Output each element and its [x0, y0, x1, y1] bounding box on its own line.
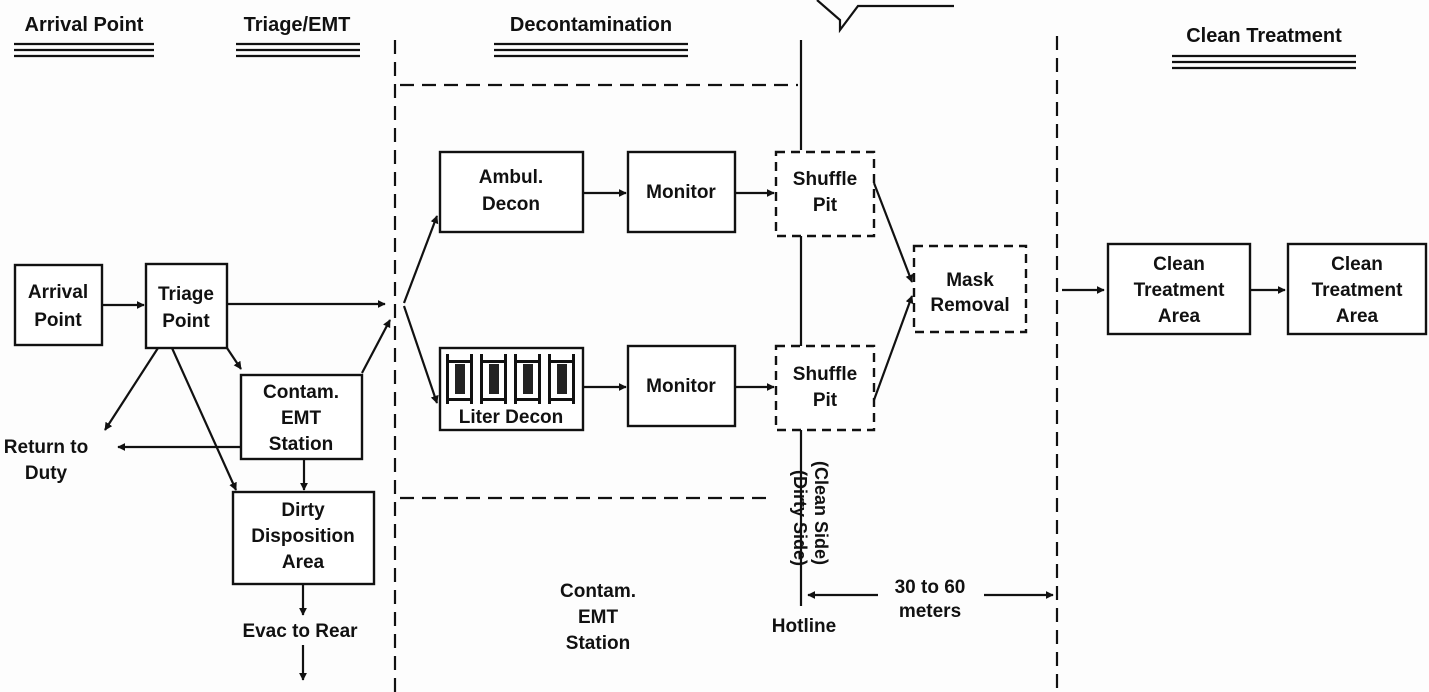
header-arrival-point: Arrival Point [14, 14, 154, 58]
clean-treatment-1-label-1: Clean [1153, 254, 1205, 275]
header-arrival-point-text: Arrival Point [25, 14, 144, 36]
monitor-bottom-box: Monitor [626, 344, 737, 428]
arrow-shuffle-bottom-to-mask [872, 295, 914, 401]
arrow-triage-to-contam-emt [226, 347, 242, 370]
arrow-split-to-ambul [402, 215, 439, 304]
triage-point-box: Triage Point [144, 262, 229, 350]
arrival-point-label-2: Point [34, 310, 82, 331]
litter-rack-icon [446, 354, 575, 404]
shuffle-pit-bottom-label-1: Shuffle [793, 364, 857, 385]
contam-emt-label-1: Contam. [263, 382, 339, 403]
clean-treatment-2-label-3: Area [1336, 306, 1379, 327]
clean-treatment-area-1-box: Clean Treatment Area [1106, 242, 1252, 336]
arrow-split-to-liter [402, 305, 439, 404]
contam-zone-label-3: Station [566, 633, 630, 654]
header-decontamination: Decontamination [494, 14, 688, 58]
shuffle-pit-top-box: Shuffle Pit [774, 150, 876, 238]
ambul-decon-box: Ambul. Decon [438, 150, 585, 234]
arrow-shuffle-top-to-mask [872, 182, 914, 283]
header-triage-emt-text: Triage/EMT [244, 14, 351, 36]
contam-emt-label-2: EMT [281, 408, 322, 429]
clean-treatment-2-label-2: Treatment [1312, 280, 1403, 301]
contam-zone-label-2: EMT [578, 607, 619, 628]
triage-point-label-2: Point [162, 311, 210, 332]
hotline-label: Hotline [772, 616, 836, 637]
distance-label-1: 30 to 60 [895, 577, 966, 598]
flow-arrows [102, 182, 1286, 681]
clean-side-label: (Clean Side) [811, 461, 831, 565]
clean-treatment-area-2-box: Clean Treatment Area [1286, 242, 1428, 336]
contam-emt-label-3: Station [269, 434, 333, 455]
shuffle-pit-bottom-box: Shuffle Pit [774, 344, 876, 432]
arrow-contam-to-decon [361, 319, 391, 374]
arrival-point-box: Arrival Point [13, 263, 104, 347]
triage-point-label-1: Triage [158, 284, 214, 305]
dirty-side-label: (Dirty Side) [790, 470, 810, 566]
mask-removal-label-2: Removal [930, 295, 1009, 316]
ambul-decon-label-1: Ambul. [479, 167, 543, 188]
distance-label-2: meters [899, 601, 961, 622]
monitor-top-box: Monitor [626, 150, 737, 234]
mask-removal-box: Mask Removal [912, 244, 1028, 334]
mask-removal-label-1: Mask [946, 270, 994, 291]
arrival-point-label-1: Arrival [28, 282, 88, 303]
arrow-triage-to-return [104, 347, 159, 431]
monitor-top-label: Monitor [646, 182, 716, 203]
clean-treatment-1-label-2: Treatment [1134, 280, 1225, 301]
liter-decon-box: Liter Decon [438, 346, 585, 432]
dirty-disposition-area-box: Dirty Disposition Area [231, 490, 376, 586]
header-clean-treatment-text: Clean Treatment [1186, 25, 1342, 47]
ambul-decon-label-2: Decon [482, 194, 540, 215]
evac-to-rear-label: Evac to Rear [242, 621, 358, 642]
clean-treatment-1-label-3: Area [1158, 306, 1201, 327]
clean-treatment-2-label-1: Clean [1331, 254, 1383, 275]
shuffle-pit-bottom-label-2: Pit [813, 390, 838, 411]
header-triage-emt: Triage/EMT [236, 14, 360, 58]
contam-emt-station-box: Contam. EMT Station [239, 373, 364, 461]
shuffle-pit-top-label-1: Shuffle [793, 169, 857, 190]
return-to-duty-label-1: Return to [4, 437, 88, 458]
monitor-bottom-label: Monitor [646, 376, 716, 397]
wind-direction-callout [816, 0, 954, 34]
header-decontamination-text: Decontamination [510, 14, 672, 36]
header-clean-treatment: Clean Treatment [1172, 25, 1356, 70]
dirty-disposition-label-2: Disposition [251, 526, 354, 547]
dirty-disposition-label-1: Dirty [281, 500, 325, 521]
liter-decon-label: Liter Decon [459, 407, 564, 428]
arrow-triage-to-dirty [170, 347, 238, 491]
shuffle-pit-top-label-2: Pit [813, 195, 838, 216]
dirty-disposition-label-3: Area [282, 552, 325, 573]
return-to-duty-label-2: Duty [25, 463, 68, 484]
contam-zone-label-1: Contam. [560, 581, 636, 602]
